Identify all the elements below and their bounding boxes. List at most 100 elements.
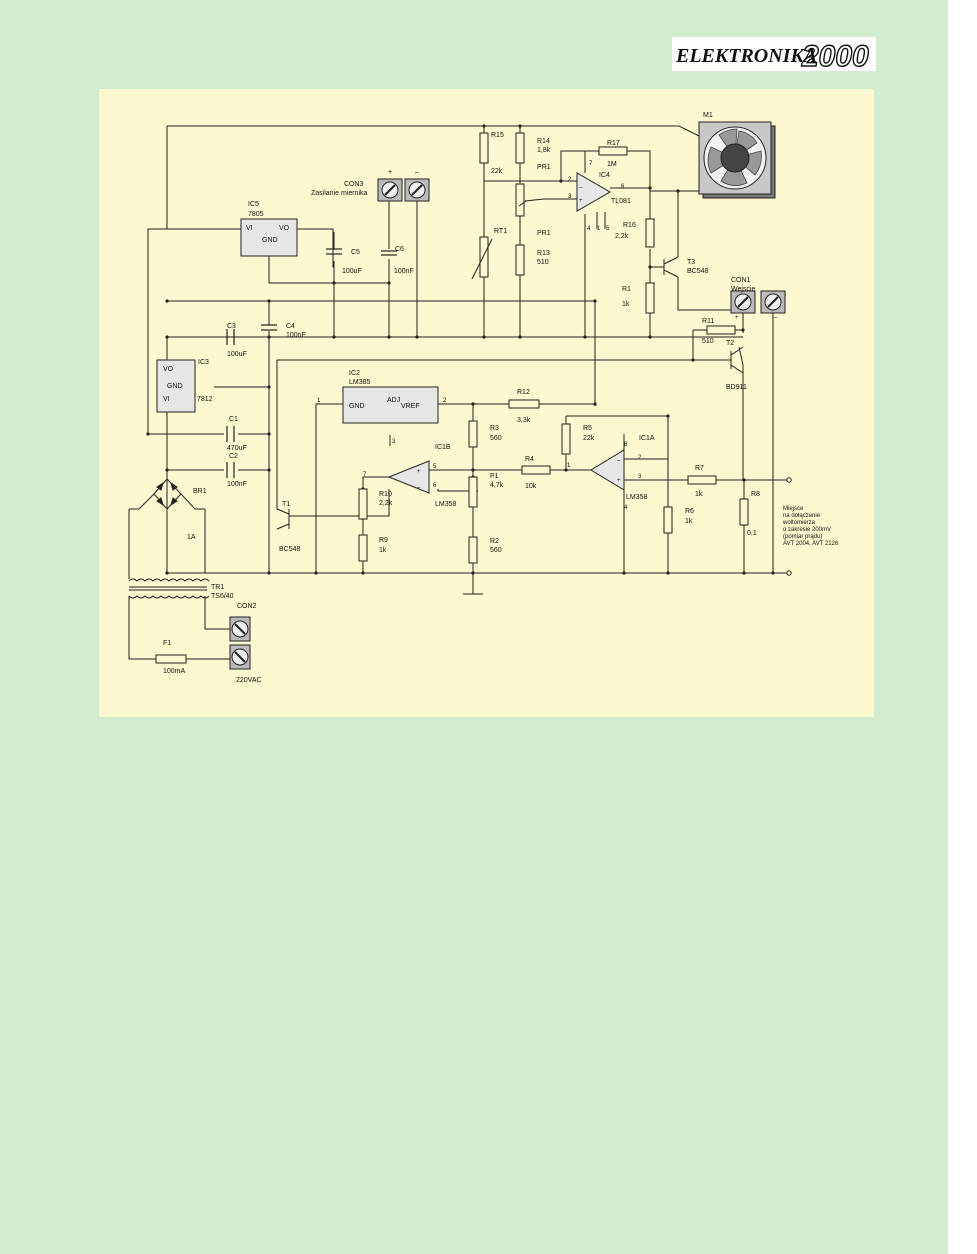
- r15-value: 22k: [491, 168, 503, 175]
- screw-terminals: [229, 178, 786, 670]
- note-line-2: na dołączenie: [783, 513, 821, 519]
- r13-value: 510: [537, 259, 549, 266]
- f1-value: 100mA: [163, 668, 186, 675]
- c6-value: 100nF: [394, 268, 414, 275]
- r8-name: R8: [751, 491, 760, 498]
- resistor-r2: [468, 536, 478, 564]
- con2-name: CON2: [237, 603, 257, 610]
- ic2-vref: VREF: [401, 403, 420, 410]
- br1-value: 1A: [187, 534, 196, 541]
- voltmeter-terminals: [786, 477, 792, 576]
- ic4-pin7: 7: [589, 161, 593, 167]
- junction-dots: [146, 124, 775, 575]
- r16-value: 2,2k: [615, 233, 629, 240]
- note-line-3: woltomierza: [782, 520, 816, 526]
- c2-value: 100nF: [227, 481, 247, 488]
- resistor-r5: [561, 423, 571, 455]
- ic1b-name: IC1B: [435, 444, 451, 451]
- ic4-type: TL081: [611, 198, 631, 205]
- opamp-ic1a: [590, 449, 625, 491]
- resistor-r16: [645, 218, 655, 248]
- ic1a-pin1: 1: [567, 463, 571, 469]
- t1-name: T1: [282, 501, 290, 508]
- c4-name: C4: [286, 323, 295, 330]
- con3-minus: –: [415, 169, 419, 176]
- r5-value: 22k: [583, 435, 595, 442]
- t3-name: T3: [687, 259, 695, 266]
- pr1-top-label: PR1: [537, 164, 551, 171]
- resistors: [155, 132, 749, 664]
- r3-value: 560: [490, 435, 502, 442]
- note-line-5: (pomiar prądu): [783, 534, 822, 540]
- resistor-r10: [358, 488, 368, 520]
- con3-name: CON3: [344, 181, 364, 188]
- resistor-r7: [687, 475, 717, 485]
- ic5-name: IC5: [248, 201, 259, 208]
- capacitors: [226, 248, 397, 478]
- opamps: [387, 172, 625, 494]
- fuse-f1: [155, 654, 187, 664]
- c5-value: 100uF: [342, 268, 362, 275]
- r7-value: 1k: [695, 491, 703, 498]
- p1-name: P1: [490, 473, 499, 480]
- ic4-pin3: 3: [568, 194, 572, 200]
- ic3-7812: [156, 359, 196, 413]
- ic4-pin5: 5: [606, 226, 610, 232]
- r15-name: R15: [491, 132, 504, 139]
- c1-name: C1: [229, 416, 238, 423]
- ic1b-pin6: 6: [433, 483, 437, 489]
- r7-name: R7: [695, 465, 704, 472]
- component-labels: M1 R15 22k R14 1,8k R17 1M PR1 PR1 IC4 T…: [163, 112, 778, 684]
- voltmeter-note: Miejsce na dołączenie woltomierza o zakr…: [782, 506, 839, 547]
- m1-label: M1: [703, 112, 713, 119]
- ic5-vo: VO: [279, 225, 290, 232]
- con3-plus: +: [388, 169, 392, 176]
- r8-value: 0,1: [747, 530, 757, 537]
- potentiometer-p1: [468, 476, 478, 508]
- resistor-r13: [515, 244, 525, 276]
- r14-value: 1,8k: [537, 147, 551, 154]
- resistor-r17: [598, 146, 628, 156]
- ic4-pin6: 6: [621, 184, 625, 190]
- ic2-pin2: 2: [443, 398, 447, 404]
- ic2-gnd: GND: [349, 403, 365, 410]
- opamp-ic4: [576, 172, 612, 212]
- resistor-r15: [479, 132, 489, 164]
- r1-name: R1: [622, 286, 631, 293]
- ic1a-pin2: 2: [638, 455, 642, 461]
- ic4-plus: +: [579, 198, 583, 204]
- note-line-1: Miejsce: [783, 506, 804, 512]
- t1-type: BC548: [279, 546, 301, 553]
- c1-value: 470uF: [227, 445, 247, 452]
- c3-name: C3: [227, 323, 236, 330]
- con1-plus: +: [735, 315, 739, 321]
- t3-type: BC548: [687, 268, 709, 275]
- ic5-gnd: GND: [262, 237, 278, 244]
- con2-terminals: [229, 616, 251, 670]
- potentiometer-pr1: [515, 183, 525, 217]
- con3-desc: Zasilanie miernika: [311, 190, 368, 197]
- ic3-vi: VI: [163, 396, 170, 403]
- resistor-r4: [521, 465, 551, 475]
- ic4-name: IC4: [599, 172, 610, 179]
- ic3-type: 7812: [197, 396, 213, 403]
- ic-boxes: [156, 218, 439, 424]
- page-margin: [948, 0, 977, 1254]
- ic1b-pin5: 5: [433, 464, 437, 470]
- r17-name: R17: [607, 140, 620, 147]
- c4-value: 100nF: [286, 332, 306, 339]
- r1-value: 1k: [622, 301, 630, 308]
- r17-value: 1M: [607, 161, 617, 168]
- t2-name: T2: [726, 340, 734, 347]
- ic2-adj: ADJ: [387, 397, 400, 404]
- ic1a-plus: +: [617, 478, 621, 484]
- ic2-name: IC2: [349, 370, 360, 377]
- r10-name: R10: [379, 491, 392, 498]
- r16-name: R16: [623, 222, 636, 229]
- r5-name: R5: [583, 425, 592, 432]
- f1-name: F1: [163, 640, 171, 647]
- pr1-label: PR1: [537, 230, 551, 237]
- r14-name: R14: [537, 138, 550, 145]
- capacitor-c4: [261, 324, 277, 331]
- ic5-7805: [240, 218, 298, 257]
